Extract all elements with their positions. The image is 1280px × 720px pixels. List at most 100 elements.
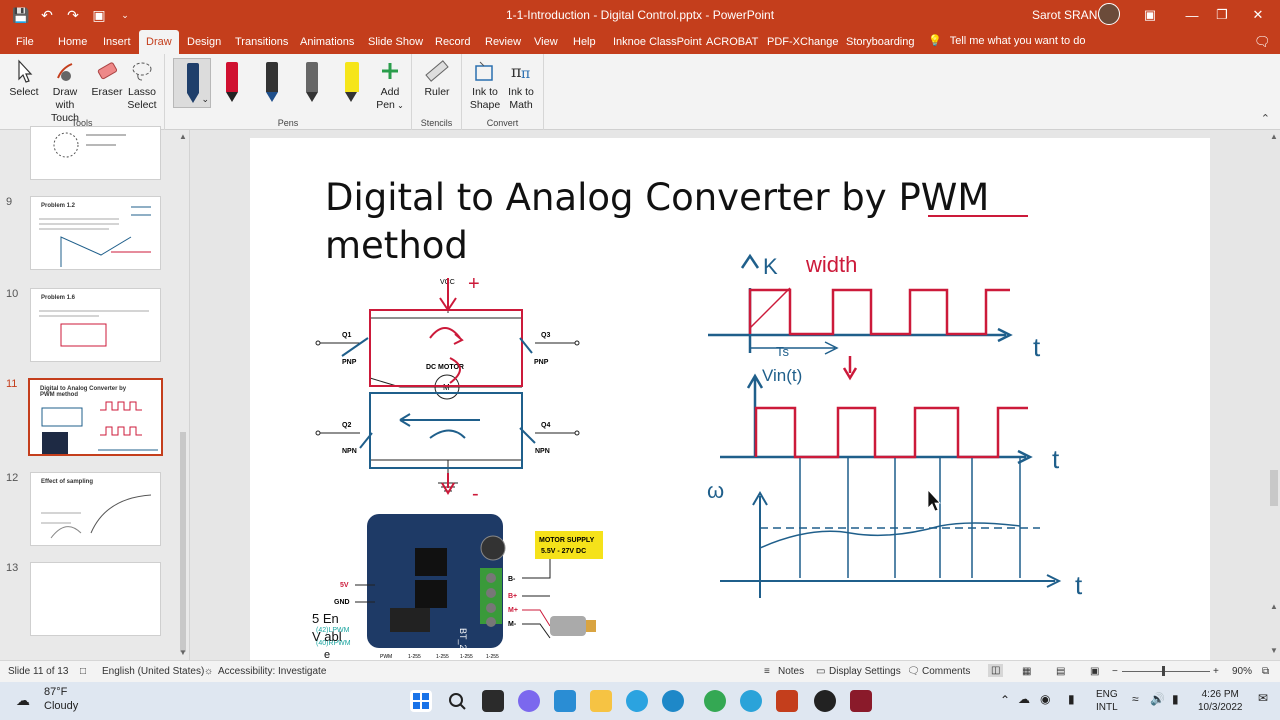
pen-gray[interactable] — [297, 58, 327, 108]
display-settings-button[interactable]: Display Settings — [829, 666, 901, 677]
edge-icon[interactable] — [662, 690, 684, 712]
powerpoint-icon[interactable] — [776, 690, 798, 712]
app-icon[interactable] — [626, 690, 648, 712]
zoom-slider[interactable] — [1122, 671, 1210, 672]
slide-thumbnail-9[interactable]: Problem 1.2 — [30, 196, 161, 270]
app-icon-2[interactable] — [850, 690, 872, 712]
accessibility-status[interactable]: Accessibility: Investigate — [218, 666, 327, 677]
ribbon-display-options-icon[interactable]: ▣ — [1143, 7, 1157, 22]
spellcheck-icon[interactable]: □ — [80, 666, 87, 677]
minimize-icon[interactable]: — — [1185, 7, 1199, 23]
avatar[interactable] — [1098, 3, 1120, 25]
wifi-icon[interactable]: ≈ — [1132, 692, 1139, 706]
slideshow-view-icon[interactable]: ▣ — [1090, 666, 1100, 677]
normal-view-icon[interactable]: ◫ — [988, 664, 1004, 677]
notes-button[interactable]: Notes — [778, 666, 805, 677]
onedrive-icon[interactable]: ☁ — [1018, 692, 1030, 706]
pen-red[interactable] — [217, 58, 247, 108]
tell-me-box[interactable]: 💡 Tell me what you want to do — [928, 34, 1085, 48]
tab-acrobat[interactable]: ACROBAT — [706, 36, 759, 48]
ruler-button[interactable]: Ruler — [420, 58, 454, 99]
comments-button[interactable]: Comments — [922, 666, 971, 677]
tab-pdf-xchange[interactable]: PDF-XChange — [767, 36, 839, 48]
slide-title[interactable]: Digital to Analog Converter by PWM metho… — [325, 176, 990, 267]
scrollbar-thumb[interactable] — [1270, 470, 1278, 506]
highlighter-yellow[interactable] — [337, 58, 367, 108]
fit-to-window-icon[interactable]: ⧉ — [1262, 666, 1270, 677]
teams-chat-icon[interactable] — [518, 690, 540, 712]
tab-record[interactable]: Record — [435, 36, 471, 48]
tab-home[interactable]: Home — [58, 36, 88, 48]
tab-inknoe-classpoint[interactable]: Inknoe ClassPoint — [613, 36, 702, 48]
volume-icon[interactable]: 🔊 — [1150, 692, 1165, 706]
tab-help[interactable]: Help — [573, 36, 596, 48]
editor-scrollbar[interactable]: ▲ ▲ ▼ — [1268, 130, 1280, 660]
tray-overflow-icon[interactable]: ⌃ — [1000, 693, 1011, 707]
zoom-in-icon[interactable]: + — [1213, 666, 1219, 677]
start-slideshow-icon[interactable]: ▣ — [92, 6, 106, 23]
tab-review[interactable]: Review — [485, 36, 522, 48]
slide-thumbnail-12[interactable]: Effect of sampling — [30, 472, 161, 546]
scroll-down-icon[interactable]: ▼ — [179, 648, 187, 657]
q2-label: Q2 — [342, 422, 351, 429]
user-name[interactable]: Sarot SRANG — [1032, 8, 1107, 22]
battery-icon[interactable]: ▮ — [1068, 692, 1075, 706]
file-explorer-icon[interactable] — [590, 690, 612, 712]
redo-icon[interactable]: ↷ — [67, 6, 79, 23]
zoom-slider-handle[interactable] — [1162, 666, 1165, 676]
tab-draw[interactable]: Draw — [139, 30, 179, 54]
close-icon[interactable]: ✕ — [1252, 7, 1264, 22]
scroll-up-icon[interactable]: ▲ — [179, 132, 187, 141]
slide-thumbnail-11[interactable]: Digital to Analog Converter by PWM metho… — [28, 378, 163, 456]
search-icon[interactable] — [446, 690, 468, 712]
save-icon[interactable]: 💾 — [12, 6, 30, 23]
scroll-down-icon[interactable]: ▼ — [1270, 646, 1278, 655]
zoom-out-icon[interactable]: − — [1112, 666, 1118, 677]
select-button[interactable]: Select — [8, 58, 40, 99]
slide-sorter-icon[interactable]: ▦ — [1022, 666, 1032, 677]
widgets-icon[interactable] — [554, 690, 576, 712]
zoom-level[interactable]: 90% — [1232, 666, 1253, 677]
scroll-up-icon[interactable]: ▲ — [1270, 132, 1278, 141]
undo-icon[interactable]: ↶ — [41, 6, 53, 23]
customize-qat-icon[interactable]: ⌄ — [121, 9, 129, 20]
reading-view-icon[interactable]: ▤ — [1056, 666, 1066, 677]
pen-black[interactable] — [257, 58, 287, 108]
task-view-icon[interactable] — [482, 690, 504, 712]
pen-blue[interactable]: ⌄ — [173, 58, 211, 108]
tab-animations[interactable]: Animations — [300, 36, 355, 48]
maximize-icon[interactable]: ❐ — [1216, 7, 1228, 22]
scroll-up-icon[interactable]: ▲ — [1270, 602, 1278, 611]
scrollbar-thumb[interactable] — [180, 432, 186, 652]
comments-icon[interactable]: 🗨 — [1254, 34, 1271, 49]
telegram-icon[interactable] — [740, 690, 762, 712]
windows-start-icon[interactable] — [410, 690, 432, 712]
language[interactable]: English (United States) — [102, 666, 205, 677]
collapse-ribbon-icon[interactable]: ⌃ — [1260, 113, 1270, 125]
slide-thumbnail-8[interactable] — [30, 126, 161, 180]
tab-slide-show[interactable]: Slide Show — [368, 36, 424, 48]
slide[interactable]: Digital to Analog Converter by PWM metho… — [250, 138, 1210, 660]
tab-storyboarding[interactable]: Storyboarding — [846, 36, 915, 48]
chrome-icon[interactable] — [704, 690, 726, 712]
tab-file[interactable]: File — [16, 36, 34, 48]
eraser-button[interactable]: Eraser — [90, 58, 124, 99]
slide-thumbnail-13[interactable] — [30, 562, 161, 636]
tab-design[interactable]: Design — [187, 36, 222, 48]
battery-tray-icon[interactable]: ▮ — [1172, 692, 1179, 706]
notifications-icon[interactable]: ✉ — [1258, 691, 1269, 705]
tab-transitions[interactable]: Transitions — [235, 36, 289, 48]
obs-icon[interactable] — [814, 690, 836, 712]
app-tray-icon[interactable]: ◉ — [1040, 692, 1051, 706]
tab-insert[interactable]: Insert — [103, 36, 131, 48]
thumbnails-scrollbar[interactable]: ▲ ▼ — [178, 132, 188, 658]
tab-view[interactable]: View — [534, 36, 558, 48]
slide-thumbnail-10[interactable]: Problem 1.6 — [30, 288, 161, 362]
